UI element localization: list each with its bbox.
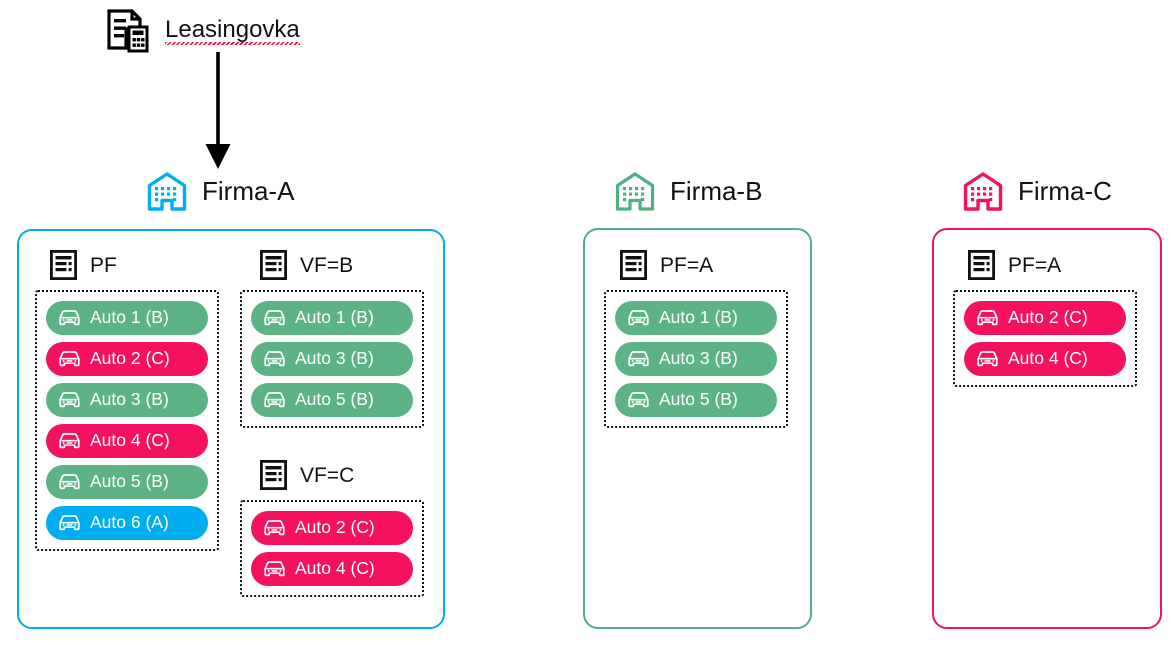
car-pill-label: Auto 3 (B)	[90, 389, 169, 410]
car-pill-label: Auto 1 (B)	[90, 307, 169, 328]
car-pill[interactable]: Auto 3 (B)	[615, 342, 777, 376]
report-icon	[259, 249, 288, 281]
building-icon	[962, 170, 1004, 212]
pill-group-pf: Auto 1 (B) Auto 2 (C) Auto 3 (B) Auto 4 …	[35, 290, 219, 551]
section-header-pf-a-b: PF=A	[619, 249, 714, 281]
report-icon	[619, 249, 648, 281]
car-icon	[627, 309, 650, 327]
car-icon	[627, 350, 650, 368]
car-pill-label: Auto 2 (C)	[295, 517, 375, 538]
car-icon	[58, 514, 81, 532]
car-pill[interactable]: Auto 2 (C)	[251, 511, 413, 545]
car-pill[interactable]: Auto 3 (B)	[46, 383, 208, 417]
firm-c-card	[932, 228, 1162, 629]
car-pill-label: Auto 2 (C)	[90, 348, 170, 369]
arrow-down-icon	[196, 52, 240, 170]
car-pill-label: Auto 2 (C)	[1008, 307, 1088, 328]
car-icon	[263, 519, 286, 537]
section-label-vf-c: VF=C	[300, 463, 355, 487]
car-icon	[58, 473, 81, 491]
car-pill[interactable]: Auto 2 (C)	[46, 342, 208, 376]
car-pill[interactable]: Auto 4 (C)	[964, 342, 1126, 376]
section-label-vf-b: VF=B	[300, 253, 354, 277]
building-icon	[146, 170, 188, 212]
report-icon	[49, 249, 78, 281]
car-pill[interactable]: Auto 1 (B)	[46, 301, 208, 335]
section-header-pf: PF	[49, 249, 117, 281]
car-pill[interactable]: Auto 3 (B)	[251, 342, 413, 376]
car-pill-label: Auto 4 (C)	[90, 430, 170, 451]
document-calculator-icon	[105, 8, 151, 54]
car-pill-label: Auto 1 (B)	[295, 307, 374, 328]
section-label-pf-a-c: PF=A	[1008, 253, 1062, 277]
car-pill-label: Auto 3 (B)	[659, 348, 738, 369]
car-pill-label: Auto 5 (B)	[90, 471, 169, 492]
car-pill-label: Auto 1 (B)	[659, 307, 738, 328]
car-pill[interactable]: Auto 6 (A)	[46, 506, 208, 540]
leasing-source-node: Leasingovka	[105, 8, 300, 54]
car-icon	[58, 432, 81, 450]
car-icon	[58, 391, 81, 409]
section-header-vf-c: VF=C	[259, 459, 355, 491]
car-pill-label: Auto 4 (C)	[1008, 348, 1088, 369]
car-pill[interactable]: Auto 4 (C)	[46, 424, 208, 458]
car-pill[interactable]: Auto 5 (B)	[615, 383, 777, 417]
car-pill[interactable]: Auto 5 (B)	[251, 383, 413, 417]
pill-group-pf-a-b: Auto 1 (B) Auto 3 (B) Auto 5 (B)	[604, 290, 788, 428]
report-icon	[259, 459, 288, 491]
section-header-vf-b: VF=B	[259, 249, 354, 281]
car-icon	[263, 560, 286, 578]
car-icon	[976, 350, 999, 368]
car-icon	[976, 309, 999, 327]
section-label-pf-a-b: PF=A	[660, 253, 714, 277]
firm-b-card	[583, 228, 812, 629]
firm-c-header: Firma-C	[962, 170, 1112, 212]
firm-a-header: Firma-A	[146, 170, 294, 212]
car-pill[interactable]: Auto 5 (B)	[46, 465, 208, 499]
car-icon	[263, 391, 286, 409]
firm-b-name: Firma-B	[670, 176, 763, 206]
car-pill[interactable]: Auto 1 (B)	[615, 301, 777, 335]
firm-a-name: Firma-A	[202, 176, 295, 206]
car-pill-label: Auto 5 (B)	[295, 389, 374, 410]
firm-c-name: Firma-C	[1018, 176, 1112, 206]
source-title: Leasingovka	[165, 15, 300, 45]
pill-group-vf-b: Auto 1 (B) Auto 3 (B) Auto 5 (B)	[240, 290, 424, 428]
car-pill[interactable]: Auto 2 (C)	[964, 301, 1126, 335]
pill-group-pf-a-c: Auto 2 (C) Auto 4 (C)	[953, 290, 1137, 387]
car-icon	[58, 309, 81, 327]
car-icon	[58, 350, 81, 368]
section-label-pf: PF	[90, 253, 117, 277]
car-pill-label: Auto 5 (B)	[659, 389, 738, 410]
car-pill[interactable]: Auto 1 (B)	[251, 301, 413, 335]
firm-b-header: Firma-B	[614, 170, 762, 212]
section-header-pf-a-c: PF=A	[967, 249, 1062, 281]
car-pill-label: Auto 4 (C)	[295, 558, 375, 579]
car-icon	[263, 350, 286, 368]
car-icon	[263, 309, 286, 327]
car-pill[interactable]: Auto 4 (C)	[251, 552, 413, 586]
building-icon	[614, 170, 656, 212]
car-icon	[627, 391, 650, 409]
car-pill-label: Auto 3 (B)	[295, 348, 374, 369]
pill-group-vf-c: Auto 2 (C) Auto 4 (C)	[240, 500, 424, 597]
car-pill-label: Auto 6 (A)	[90, 512, 169, 533]
report-icon	[967, 249, 996, 281]
